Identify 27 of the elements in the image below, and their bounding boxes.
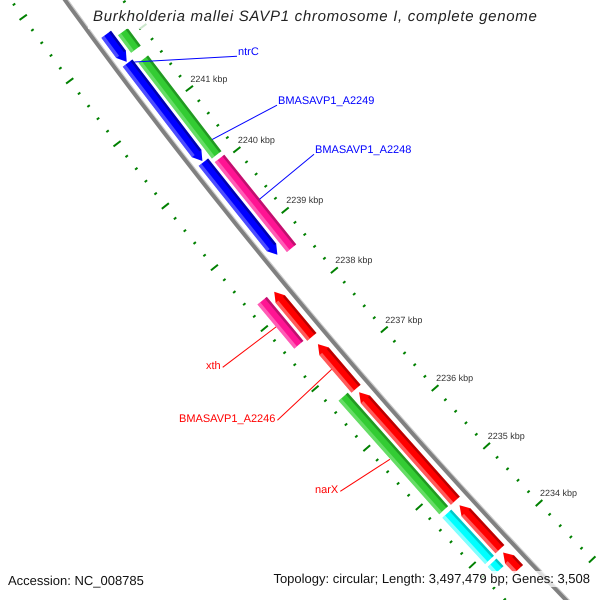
gene-bar xyxy=(338,392,448,514)
leader-line xyxy=(340,458,390,492)
gene-label: BMASAVP1_A2249 xyxy=(278,95,374,108)
gene-label: narX xyxy=(315,484,338,498)
accession-text: Accession: NC_008785 xyxy=(8,573,144,589)
gene-label: xth xyxy=(206,360,221,374)
leader-line xyxy=(222,326,277,368)
scale-label: 2241 kbp xyxy=(190,74,228,84)
gene-block xyxy=(318,344,361,393)
gene-bar xyxy=(118,28,141,53)
gene-label: BMASAVP1_A2248 xyxy=(315,144,412,158)
scale-label: 2239 kbp xyxy=(286,195,324,206)
leader-line xyxy=(134,56,238,62)
leader-line xyxy=(259,154,314,200)
scale-label: 2234 kbp xyxy=(540,488,578,499)
scale-label: 2240 kbp xyxy=(238,134,275,146)
leader-line xyxy=(276,368,332,421)
leader-line xyxy=(212,104,278,140)
genome-info-text: Topology: circular; Length: 3,497,479 bp; Genes: 3,508 xyxy=(271,571,592,587)
scale-label: 2237 kbp xyxy=(385,314,422,326)
gene-bar xyxy=(258,296,304,349)
scale-label: 2235 kbp xyxy=(488,430,525,442)
scale-label: 2238 kbp xyxy=(335,255,372,266)
gene-label: ntrC xyxy=(238,46,259,60)
scale-label: 2236 kbp xyxy=(436,373,474,384)
gene-bar xyxy=(442,510,494,564)
gene-label: BMASAVP1_A2246 xyxy=(179,413,276,426)
